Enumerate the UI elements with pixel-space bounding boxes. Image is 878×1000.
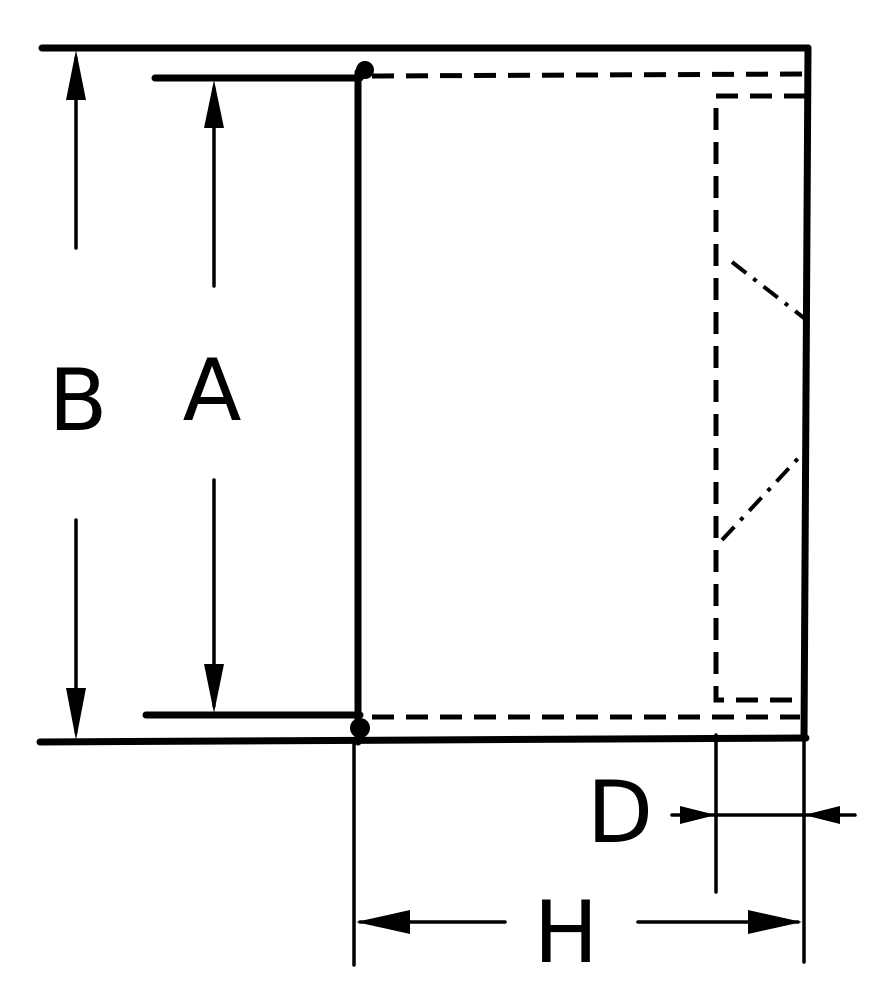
dim-h-arrow-right (748, 910, 802, 934)
hidden-lower-diagonal (720, 450, 806, 542)
dim-d-arrow-left (804, 806, 840, 824)
corner-dot-top (356, 61, 374, 79)
corner-dot-bottom (350, 718, 370, 738)
bottom-edge (36, 734, 810, 746)
hidden-insert-outline (713, 93, 806, 703)
dim-a-arrow-up (204, 80, 224, 128)
part-outline (36, 44, 812, 746)
dimension-a: A (183, 80, 242, 713)
dim-a-label: A (183, 341, 242, 441)
hidden-upper-diagonal (730, 260, 806, 320)
dim-d-label: D (587, 763, 653, 863)
dim-d-arrow-right (680, 806, 716, 824)
dim-h-arrow-left (356, 910, 410, 934)
dim-b-label: B (49, 351, 108, 451)
right-wall (800, 44, 812, 742)
dim-a-arrow-down (204, 664, 224, 713)
hidden-lines (371, 71, 807, 720)
dimension-b: B (49, 50, 108, 740)
dim-h-label: H (534, 883, 599, 983)
hidden-top-line (371, 71, 807, 79)
dim-b-arrow-down (66, 688, 86, 740)
dim-b-arrow-up (66, 50, 86, 100)
dimension-d: D (587, 733, 857, 894)
dimension-h: H (352, 738, 806, 983)
